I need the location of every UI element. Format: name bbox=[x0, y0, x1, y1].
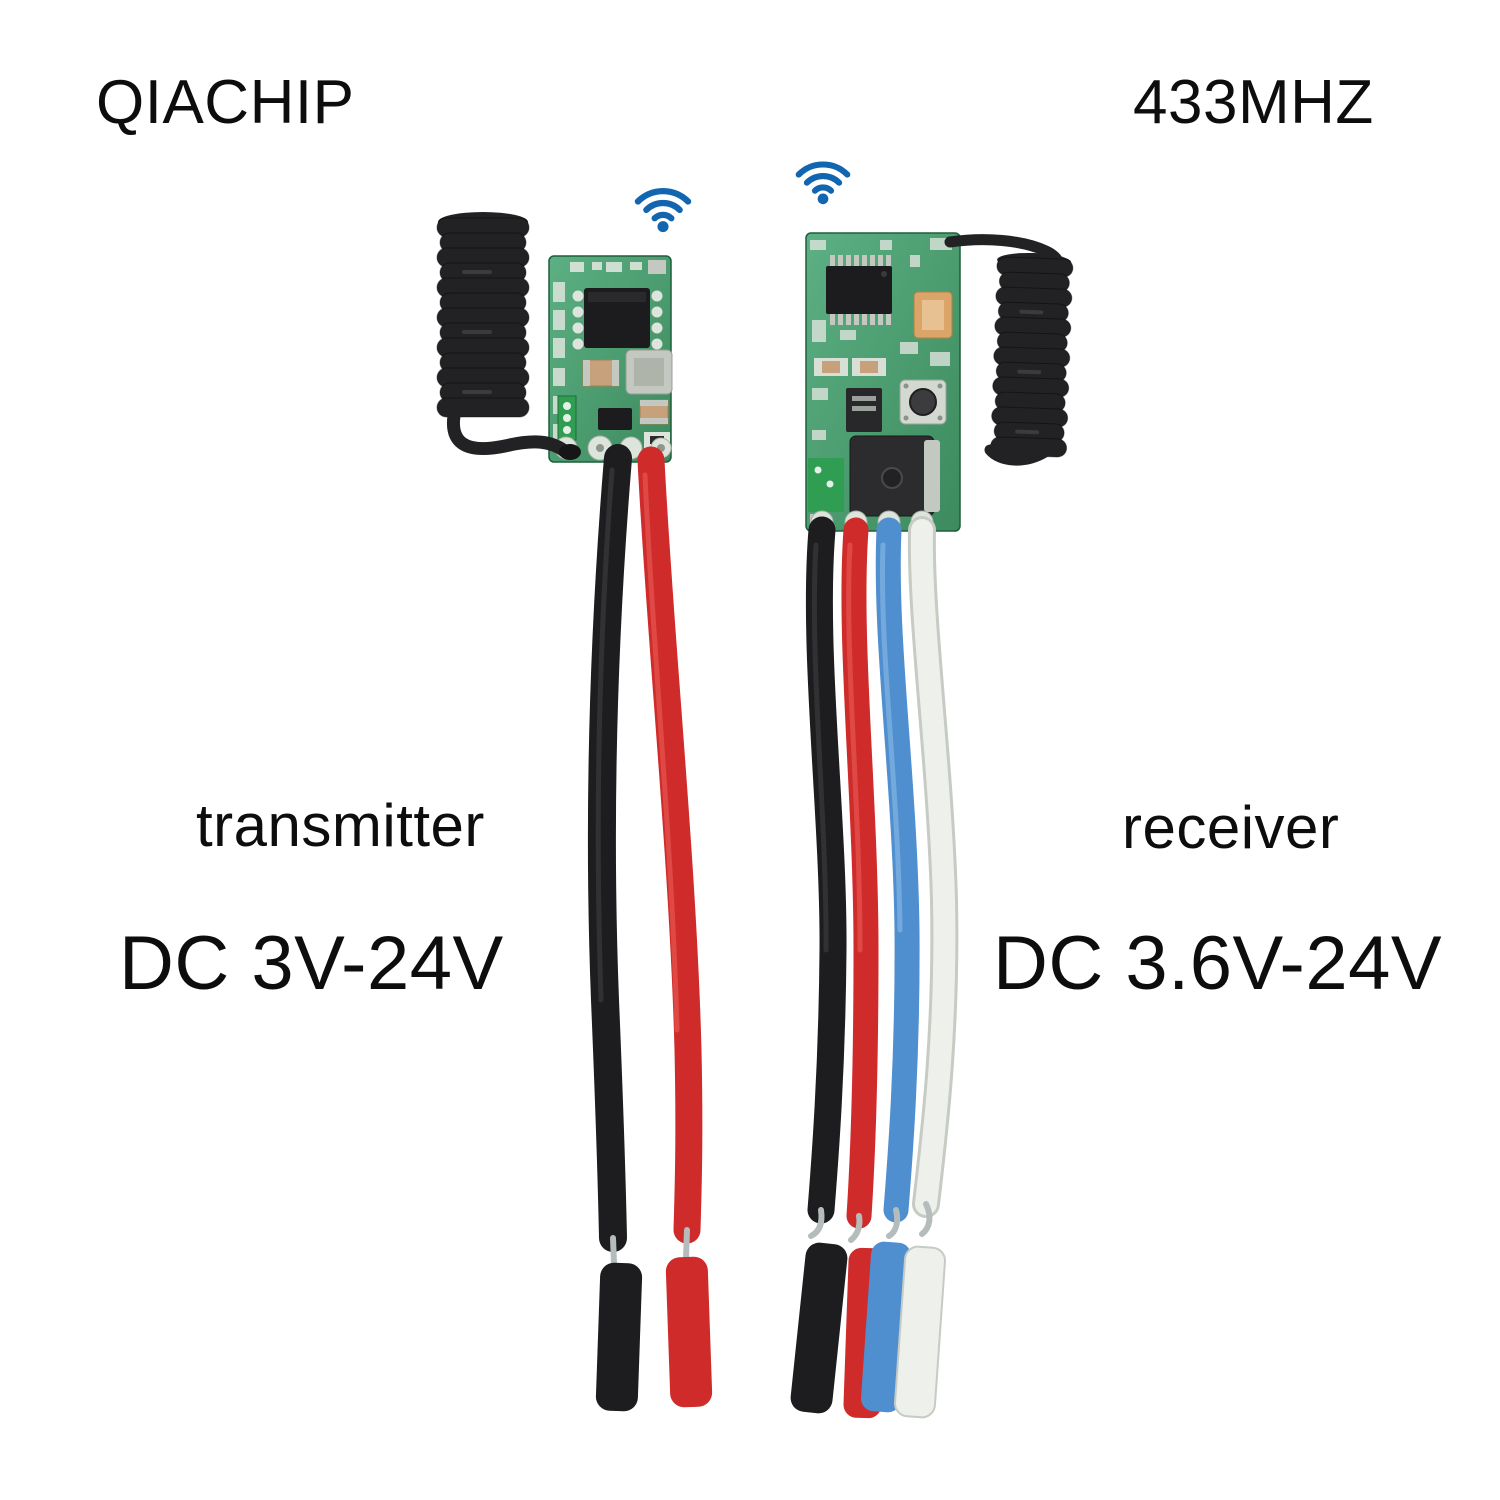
receiver-white-wire-cap bbox=[893, 1245, 947, 1419]
transmitter-connector bbox=[557, 395, 577, 441]
receiver-mosfet-chip bbox=[849, 435, 940, 517]
transmitter-module bbox=[436, 212, 713, 1412]
transmitter-pcb bbox=[548, 255, 673, 463]
receiver-black-wire-cap bbox=[790, 1242, 848, 1414]
wifi-signal-icon bbox=[624, 172, 702, 234]
wifi-signal-icon bbox=[785, 146, 861, 206]
receiver-voltage-label: DC 3.6V-24V bbox=[993, 921, 1443, 1006]
receiver-wire-white bbox=[893, 516, 959, 1419]
receiver-led bbox=[913, 291, 953, 339]
transmitter-ic-chip bbox=[572, 288, 663, 350]
receiver-wire-black bbox=[790, 516, 848, 1414]
transmitter-antenna-lead bbox=[446, 399, 573, 459]
transmitter-wire-red bbox=[637, 446, 713, 1408]
receiver-ic-chip bbox=[826, 255, 892, 325]
transmitter-red-wire-cap bbox=[665, 1256, 713, 1408]
receiver-pairing-button bbox=[899, 379, 947, 425]
frequency-label: 433MHZ bbox=[1133, 68, 1374, 137]
receiver-antenna-tail bbox=[984, 444, 1051, 466]
brand-label: QIACHIP bbox=[96, 68, 355, 137]
receiver-module bbox=[790, 232, 1074, 1419]
transmitter-antenna-coil-icon bbox=[436, 212, 530, 418]
transmitter-label: transmitter bbox=[196, 792, 485, 859]
receiver-pcb bbox=[805, 232, 961, 534]
receiver-antenna-coil-icon bbox=[990, 252, 1074, 458]
transmitter-inductor bbox=[625, 349, 673, 395]
transmitter-black-wire-cap bbox=[595, 1262, 643, 1412]
transmitter-wire-black bbox=[587, 444, 643, 1412]
transmitter-voltage-label: DC 3V-24V bbox=[119, 921, 504, 1006]
receiver-label: receiver bbox=[1122, 794, 1340, 861]
